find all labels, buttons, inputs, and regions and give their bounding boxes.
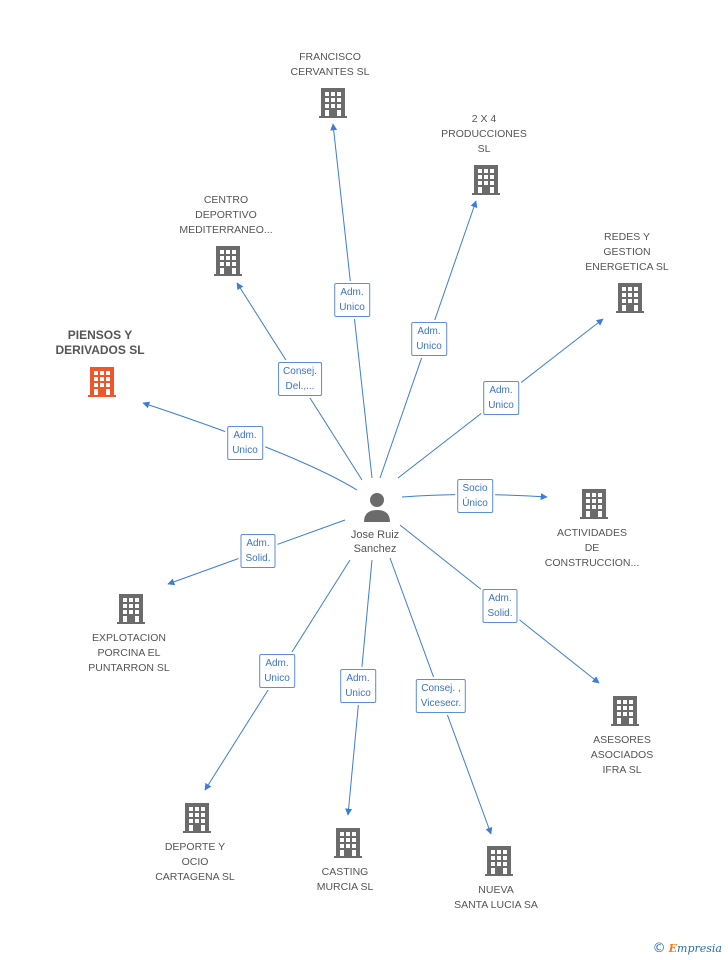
company-name-line: MURCIA SL: [316, 881, 374, 893]
building-icon[interactable]: [88, 367, 116, 397]
role-text-line: Unico: [232, 445, 258, 456]
company-name-line: EXPLOTACION: [92, 632, 166, 644]
role-badge-explotacion[interactable]: Adm. Solid.: [240, 534, 276, 568]
company-name-line: DE: [584, 542, 600, 554]
brand-name: mpresia: [677, 942, 722, 955]
building-icon[interactable]: [319, 88, 347, 118]
role-text-line: Unico: [488, 400, 514, 411]
role-text-line: Socio: [462, 483, 488, 494]
building-icon[interactable]: [485, 846, 513, 876]
role-text-line: Unico: [416, 341, 442, 352]
building-icon[interactable]: [117, 594, 145, 624]
company-name-line: OCIO: [181, 856, 209, 868]
role-text-line: Solid.: [245, 553, 271, 564]
company-name-line: DEPORTIVO: [195, 209, 257, 221]
company-name-line: CENTRO: [203, 194, 249, 206]
role-text-line: Adm.: [246, 538, 270, 549]
role-badge-piensos[interactable]: Adm. Unico: [227, 426, 263, 460]
role-text-line: Consej.: [283, 366, 317, 377]
role-text-line: Adm.: [346, 673, 370, 684]
role-badge-producciones[interactable]: Adm. Unico: [411, 322, 447, 356]
company-name-line: ASESORES: [593, 734, 651, 746]
company-name-line: ASOCIADOS: [590, 749, 654, 761]
role-text-line: Consej. ,: [421, 683, 461, 694]
company-name-line: REDES Y: [604, 231, 650, 243]
role-text-line: Adm.: [417, 326, 441, 337]
company-label-deporte[interactable]: DEPORTE Y OCIO CARTAGENA SL: [155, 840, 235, 885]
building-icon[interactable]: [580, 489, 608, 519]
role-text-line: Único: [462, 498, 488, 509]
role-badge-asesores[interactable]: Adm. Solid.: [482, 589, 518, 623]
company-name-line: PORCINA EL: [97, 647, 161, 659]
company-label-actividades[interactable]: ACTIVIDADES DE CONSTRUCCION...: [545, 526, 640, 571]
person-icon: [364, 493, 390, 522]
role-text-line: Adm.: [489, 385, 513, 396]
center-name-line-2: Sanchez: [353, 543, 397, 555]
center-person-name[interactable]: Jose Ruiz Sanchez: [351, 528, 399, 556]
role-badge-casting[interactable]: Adm. Unico: [340, 669, 376, 703]
company-name-line: SL: [477, 143, 491, 155]
company-label-asesores[interactable]: ASESORES ASOCIADOS IFRA SL: [591, 733, 653, 778]
role-text-line: Adm.: [233, 430, 257, 441]
role-badge-redes[interactable]: Adm. Unico: [483, 381, 519, 415]
company-name-line: NUEVA: [478, 884, 514, 896]
company-name-line: CARTAGENA SL: [155, 871, 235, 883]
building-icon[interactable]: [214, 246, 242, 276]
company-name-line: SANTA LUCIA SA: [454, 899, 538, 911]
company-label-explotacion[interactable]: EXPLOTACION PORCINA EL PUNTARRON SL: [88, 631, 169, 676]
company-name-line: ACTIVIDADES: [556, 527, 627, 539]
company-label-centro[interactable]: CENTRO DEPORTIVO MEDITERRANEO...: [179, 193, 272, 238]
role-badge-nueva[interactable]: Consej. , Vicesecr.: [415, 679, 467, 713]
company-name-line: GESTION: [603, 246, 651, 258]
company-name-line: DEPORTE Y: [164, 841, 226, 853]
company-name-line: PIENSOS Y: [67, 328, 133, 342]
role-text-line: Solid.: [487, 608, 513, 619]
building-icon[interactable]: [334, 828, 362, 858]
building-icon[interactable]: [183, 803, 211, 833]
company-name-line: CASTING: [321, 866, 369, 878]
role-badge-centro[interactable]: Consej. Del.,...: [278, 362, 322, 396]
role-text-line: Adm.: [340, 287, 364, 298]
company-label-casting[interactable]: CASTING MURCIA SL: [317, 865, 374, 895]
company-name-line: CERVANTES SL: [290, 66, 370, 78]
role-badge-deporte[interactable]: Adm. Unico: [259, 654, 295, 688]
edge-piensos: [142, 401, 358, 491]
role-text-line: Vicesecr.: [420, 698, 462, 709]
role-text-line: Unico: [264, 673, 290, 684]
role-text-line: Unico: [339, 302, 365, 313]
role-text-line: Del.,...: [285, 381, 315, 392]
company-label-producciones[interactable]: 2 X 4 PRODUCCIONES SL: [441, 112, 527, 157]
company-label-redes[interactable]: REDES Y GESTION ENERGETICA SL: [585, 230, 668, 275]
building-icon[interactable]: [472, 165, 500, 195]
company-name-line: DERIVADOS SL: [55, 343, 145, 357]
company-name-line: MEDITERRANEO...: [179, 224, 273, 236]
footer-brand[interactable]: © Empresia: [653, 941, 722, 956]
role-badge-francisco[interactable]: Adm. Unico: [334, 283, 370, 317]
copyright-icon: ©: [652, 941, 666, 956]
company-name-line: ENERGETICA SL: [585, 261, 669, 273]
role-text-line: Adm.: [488, 593, 512, 604]
brand-initial: E: [668, 942, 678, 955]
role-text-line: Unico: [345, 688, 371, 699]
company-name-line: PRODUCCIONES: [441, 128, 527, 140]
building-icon[interactable]: [616, 283, 644, 313]
company-name-line: PUNTARRON SL: [88, 662, 170, 674]
company-name-line: FRANCISCO: [299, 51, 361, 63]
building-icon[interactable]: [611, 696, 639, 726]
company-label-nueva[interactable]: NUEVA SANTA LUCIA SA: [454, 883, 538, 913]
company-name-line: 2 X 4: [471, 113, 497, 125]
center-name-line-1: Jose Ruiz: [350, 529, 400, 541]
company-name-line: IFRA SL: [602, 764, 642, 776]
company-label-francisco[interactable]: FRANCISCO CERVANTES SL: [291, 50, 370, 80]
company-name-line: CONSTRUCCION...: [544, 557, 640, 569]
role-text-line: Adm.: [265, 658, 289, 669]
